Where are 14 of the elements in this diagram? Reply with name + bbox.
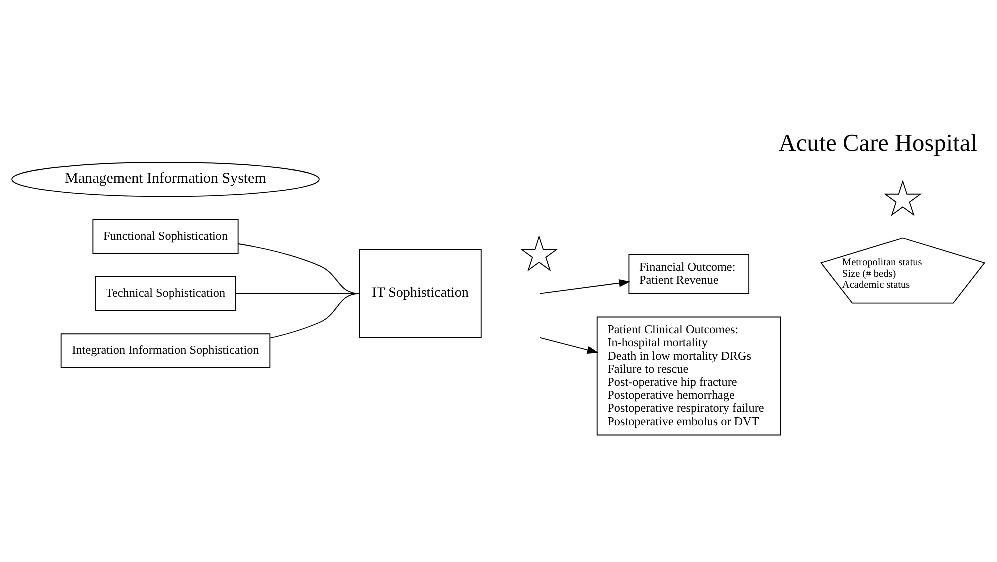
arrow (540, 278, 631, 294)
arrow (540, 336, 599, 354)
node-box: Functional Sophistication (92, 218, 239, 254)
node-box: IT Sophistication (359, 248, 482, 338)
node-box: Technical Sophistication (96, 276, 236, 311)
node-star (884, 179, 922, 216)
node-box: Integration Information Sophistication (60, 333, 271, 368)
node-star (520, 234, 558, 272)
node-box: Financial Outcome: Patient Revenue (628, 254, 750, 294)
diagram-title: Acute Care Hospital (778, 129, 978, 156)
node-box: Patient Clinical Outcomes: In-hospital mortality Death in low mortality DRGs Failure to rescue Post-operative hip fracture Postoperative hemorrhage Postoperative respiratory failure Postoperative embolus or DVT (596, 316, 782, 436)
connector (238, 243, 360, 294)
connector (270, 292, 360, 338)
node-ellipse: Management Information System (12, 162, 320, 197)
